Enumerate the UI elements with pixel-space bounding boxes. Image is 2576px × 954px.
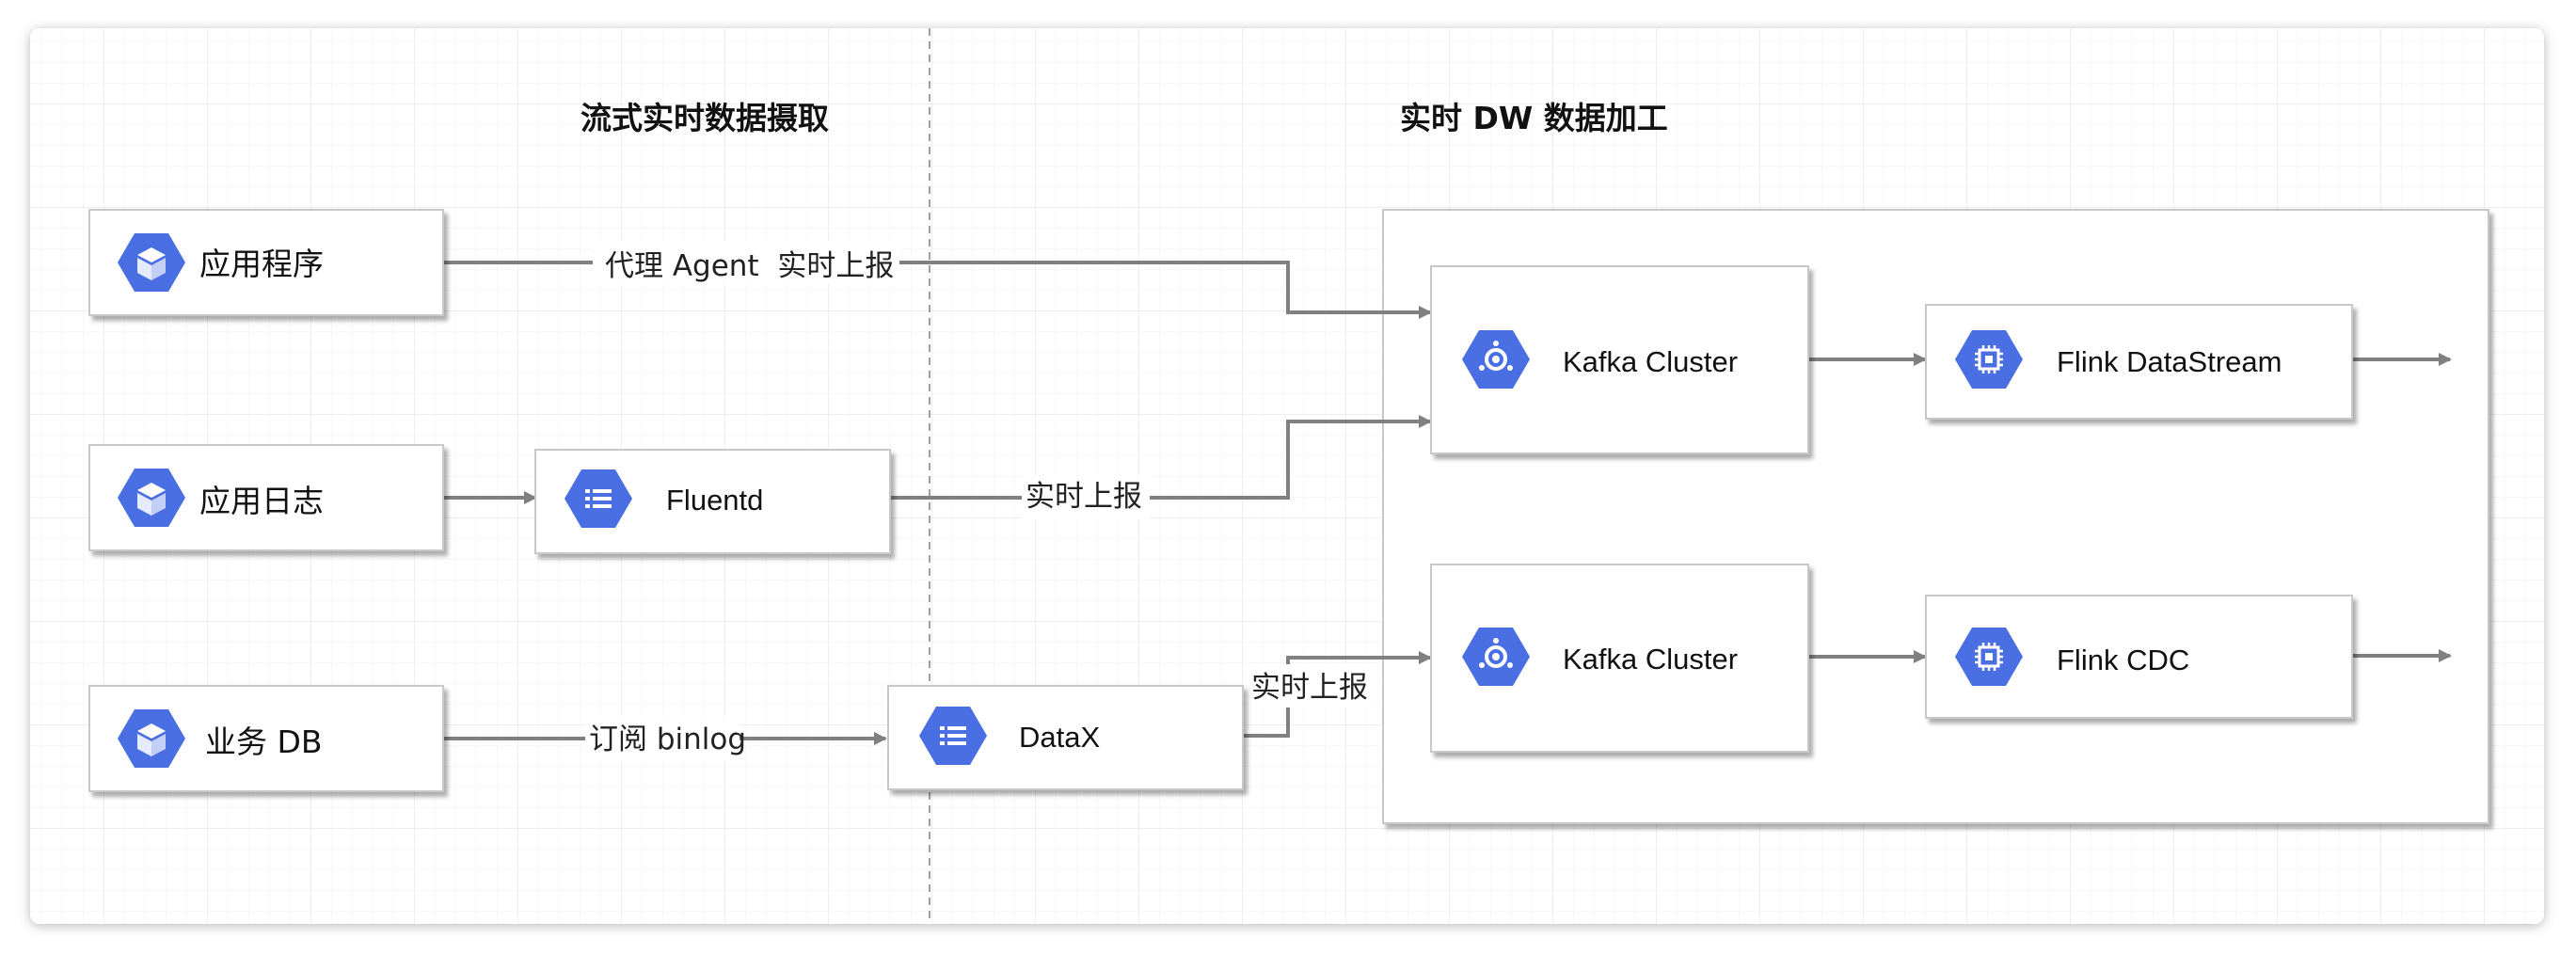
node-kafka-bottom-label: Kafka Cluster [1563, 643, 1738, 676]
processing-section-title: 实时 DW 数据加工 [1400, 100, 1668, 136]
node-kafka-bottom[interactable]: Kafka Cluster [1430, 564, 1809, 753]
node-kafka-top[interactable]: Kafka Cluster [1430, 265, 1809, 454]
list-icon [919, 707, 987, 765]
edges: 代理 Agent 实时上报 实时上报 订阅 binlog 实时上报 [443, 241, 2452, 760]
node-app-log[interactable]: 应用日志 [88, 444, 444, 551]
cube-icon [118, 233, 185, 292]
pubsub-icon [1462, 330, 1530, 389]
edge-label-binlog: 订阅 binlog [589, 723, 746, 756]
node-flink-datastream-label: Flink DataStream [2057, 345, 2282, 378]
list-icon [564, 469, 632, 528]
node-fluentd-label: Fluentd [666, 484, 763, 517]
edge-label-agent-report: 代理 Agent 实时上报 [605, 249, 894, 283]
cube-icon [118, 469, 185, 527]
node-app[interactable]: 应用程序 [88, 209, 444, 316]
ingest-section-title: 流式实时数据摄取 [580, 100, 829, 136]
node-flink-datastream[interactable]: Flink DataStream [1925, 304, 2353, 420]
node-datax-label: DataX [1019, 721, 1100, 754]
edge-label-datax-report: 实时上报 [1251, 671, 1368, 705]
cube-icon [118, 709, 185, 768]
node-fluentd[interactable]: Fluentd [534, 449, 891, 554]
node-flink-cdc-label: Flink CDC [2057, 644, 2189, 676]
node-biz-db[interactable]: 业务 DB [88, 685, 444, 792]
node-datax[interactable]: DataX [887, 685, 1244, 790]
node-app-log-label: 应用日志 [199, 483, 324, 519]
node-flink-cdc[interactable]: Flink CDC [1925, 595, 2353, 719]
pubsub-icon [1462, 628, 1530, 686]
edge-label-fluentd-report: 实时上报 [1026, 480, 1142, 514]
chip-icon [1955, 330, 2023, 389]
node-biz-db-label: 业务 DB [205, 723, 323, 760]
node-app-label: 应用程序 [199, 246, 324, 282]
node-kafka-top-label: Kafka Cluster [1563, 345, 1738, 378]
chip-icon [1955, 628, 2023, 686]
